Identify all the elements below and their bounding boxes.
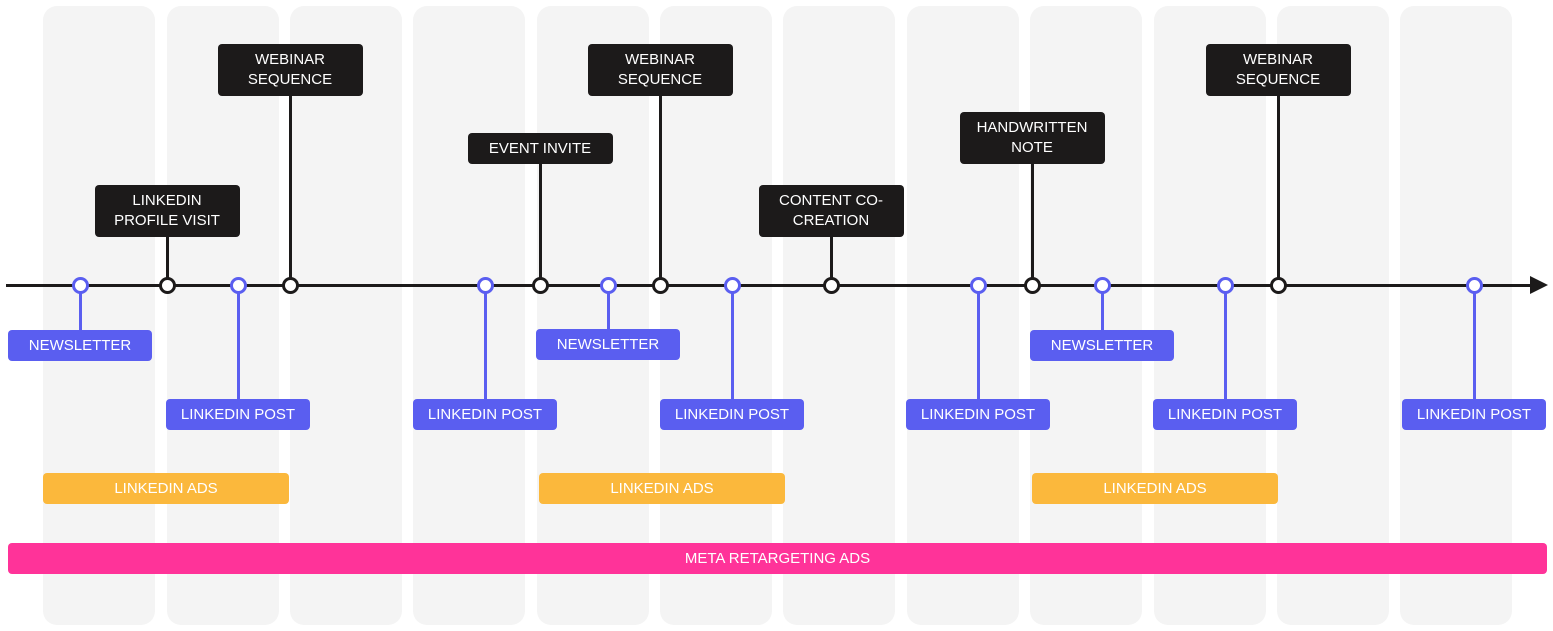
event-connector (1277, 96, 1280, 285)
event-marker (282, 277, 299, 294)
background-column (783, 6, 895, 625)
event-marker (724, 277, 741, 294)
event-marker (1094, 277, 1111, 294)
event-label-blue: LINKEDIN POST (166, 399, 310, 430)
event-connector (830, 237, 833, 285)
event-label-blue: LINKEDIN POST (1402, 399, 1546, 430)
event-connector (1473, 285, 1476, 399)
event-connector (607, 285, 610, 329)
event-label-blue: LINKEDIN POST (413, 399, 557, 430)
event-label-dark: EVENT INVITE (467, 133, 613, 164)
event-connector (539, 164, 542, 285)
meta-retargeting-ads-bar: META RETARGETING ADS (8, 543, 1547, 574)
background-column (1400, 6, 1512, 625)
linkedin-ads-bar: LINKEDIN ADS (43, 473, 289, 504)
event-marker (159, 277, 176, 294)
event-connector (484, 285, 487, 399)
timeline-axis (6, 284, 1534, 287)
event-connector (237, 285, 240, 399)
event-connector (1101, 285, 1104, 330)
event-marker (1466, 277, 1483, 294)
background-column (167, 6, 279, 625)
event-label-blue: LINKEDIN POST (660, 399, 804, 430)
background-column (413, 6, 525, 625)
event-marker (652, 277, 669, 294)
event-connector (79, 285, 82, 330)
background-column (1277, 6, 1389, 625)
event-label-blue: LINKEDIN POST (906, 399, 1050, 430)
event-marker (1024, 277, 1041, 294)
background-column (537, 6, 649, 625)
event-marker (600, 277, 617, 294)
background-column (290, 6, 402, 625)
background-column (660, 6, 772, 625)
event-connector (977, 285, 980, 399)
event-marker (72, 277, 89, 294)
event-connector (289, 96, 292, 285)
event-connector (1031, 164, 1034, 285)
timeline-arrow-head (1530, 276, 1548, 294)
event-label-blue: NEWSLETTER (536, 329, 680, 360)
event-label-blue: LINKEDIN POST (1153, 399, 1297, 430)
background-column (1030, 6, 1142, 625)
event-marker (823, 277, 840, 294)
event-connector (166, 237, 169, 285)
event-marker (1217, 277, 1234, 294)
event-label-blue: NEWSLETTER (8, 330, 152, 361)
linkedin-ads-bar: LINKEDIN ADS (539, 473, 785, 504)
event-label-dark: CONTENT CO-CREATION (758, 185, 904, 237)
event-marker (1270, 277, 1287, 294)
background-column (1154, 6, 1266, 625)
background-column (907, 6, 1019, 625)
event-marker (970, 277, 987, 294)
event-marker (532, 277, 549, 294)
event-connector (1224, 285, 1227, 399)
event-connector (659, 96, 662, 285)
event-label-blue: NEWSLETTER (1030, 330, 1174, 361)
event-marker (477, 277, 494, 294)
event-marker (230, 277, 247, 294)
event-connector (731, 285, 734, 399)
background-column (43, 6, 155, 625)
linkedin-ads-bar: LINKEDIN ADS (1032, 473, 1278, 504)
